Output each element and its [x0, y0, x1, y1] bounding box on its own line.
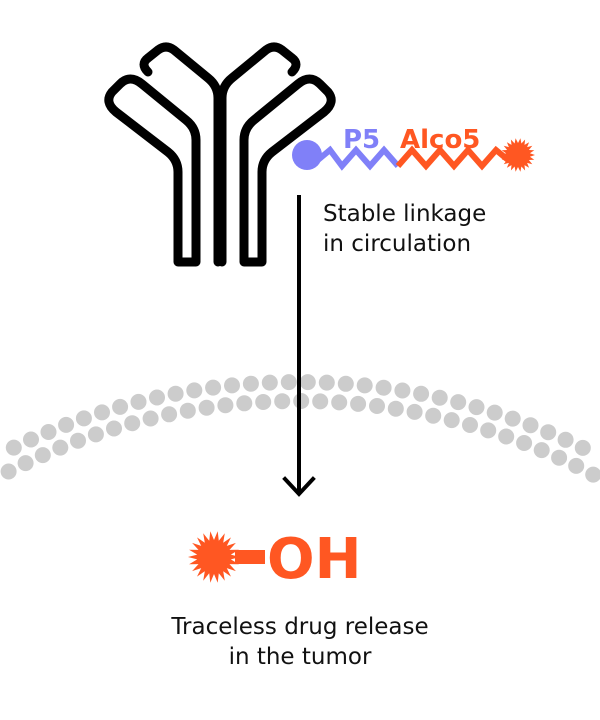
bond-bar: [235, 550, 265, 564]
membrane-dot: [58, 416, 75, 433]
membrane-dot: [124, 415, 141, 432]
membrane-dot: [255, 394, 272, 410]
p5-label: P5: [343, 125, 380, 155]
membrane-dot: [87, 426, 104, 443]
released-drug-icon: OH: [188, 527, 361, 592]
membrane-dot: [280, 374, 297, 391]
membrane-dot: [94, 404, 110, 421]
membrane-dot: [186, 382, 203, 399]
membrane-dot: [161, 406, 178, 423]
membrane-dot: [23, 431, 39, 448]
membrane-dot: [167, 385, 184, 402]
arrow-down-icon: [282, 195, 316, 497]
stable-caption-line-1: Stable linkage: [323, 201, 487, 227]
membrane-dot: [387, 400, 404, 417]
membrane-dot: [425, 407, 442, 424]
alco5-chain: [395, 145, 510, 171]
membrane-dot: [462, 417, 478, 433]
released-payload-burst: [188, 531, 240, 583]
membrane-dot: [585, 466, 600, 483]
membrane-dot: [236, 395, 253, 412]
membrane-dot: [406, 403, 423, 420]
membrane-dot: [516, 435, 533, 451]
membrane-dot: [522, 417, 539, 434]
membrane-dot: [350, 395, 367, 412]
membrane-dot: [480, 422, 497, 439]
membrane-dot: [312, 393, 329, 410]
membrane-dot: [17, 455, 34, 472]
membrane-dot: [533, 442, 550, 459]
hydroxyl-label: OH: [267, 527, 361, 592]
membrane-dot: [568, 457, 585, 474]
membrane-dot: [0, 463, 17, 480]
membrane-dot: [468, 399, 485, 416]
drug-release-caption: Traceless drug release in the tumor: [0, 612, 600, 672]
stable-caption-line-2: in circulation: [323, 231, 472, 257]
p5-linker: P5: [292, 125, 401, 171]
membrane-dot: [574, 439, 591, 456]
membrane-dot: [356, 377, 373, 394]
membrane-dot: [5, 439, 22, 456]
membrane-dot: [557, 431, 574, 448]
membrane-dot: [40, 424, 57, 440]
membrane-dot: [413, 385, 430, 402]
membrane-dot: [431, 389, 448, 406]
membrane-dot: [540, 424, 557, 441]
membrane-dot: [375, 379, 392, 396]
membrane-dot: [75, 410, 92, 427]
membrane-dot: [198, 399, 215, 416]
membrane-dot: [224, 377, 240, 394]
membrane-dot: [142, 410, 159, 427]
membrane-dot: [331, 394, 348, 411]
membrane-dot: [217, 397, 234, 414]
membrane-dot: [242, 375, 259, 392]
membrane-dot: [394, 382, 411, 399]
membrane-dot: [450, 394, 467, 411]
p5-chain: [316, 145, 401, 171]
membrane-dot: [486, 404, 503, 421]
p5-attachment-node: [292, 140, 322, 170]
alco5-label: Alco5: [400, 125, 480, 155]
tumor-cell-membrane: [0, 374, 600, 483]
membrane-dot: [498, 428, 515, 445]
membrane-dot: [130, 393, 147, 410]
membrane-dot: [299, 374, 316, 391]
membrane-dot: [274, 393, 291, 410]
release-caption-line-1: Traceless drug release: [171, 614, 429, 640]
release-caption-line-2: in the tumor: [228, 644, 372, 670]
antibody-icon: [104, 42, 336, 267]
membrane-dot: [70, 432, 86, 449]
membrane-dot: [369, 398, 385, 414]
membrane-dot: [52, 439, 69, 456]
membrane-dot: [337, 375, 354, 392]
membrane-dot: [261, 374, 278, 391]
membrane-dot: [293, 393, 310, 409]
alco5-linker: Alco5: [395, 125, 535, 172]
membrane-dot: [106, 420, 122, 437]
membrane-dot: [443, 412, 460, 429]
membrane-dot: [149, 389, 165, 406]
drug-payload-icon: [501, 138, 535, 172]
membrane-dot: [551, 449, 568, 466]
membrane-dot: [34, 447, 51, 464]
membrane-dot: [504, 410, 521, 427]
membrane-dot: [179, 402, 196, 419]
membrane-dot: [205, 379, 222, 396]
stable-linkage-caption: Stable linkage in circulation: [323, 199, 486, 259]
membrane-dot: [112, 398, 129, 415]
membrane-dot: [318, 374, 335, 391]
